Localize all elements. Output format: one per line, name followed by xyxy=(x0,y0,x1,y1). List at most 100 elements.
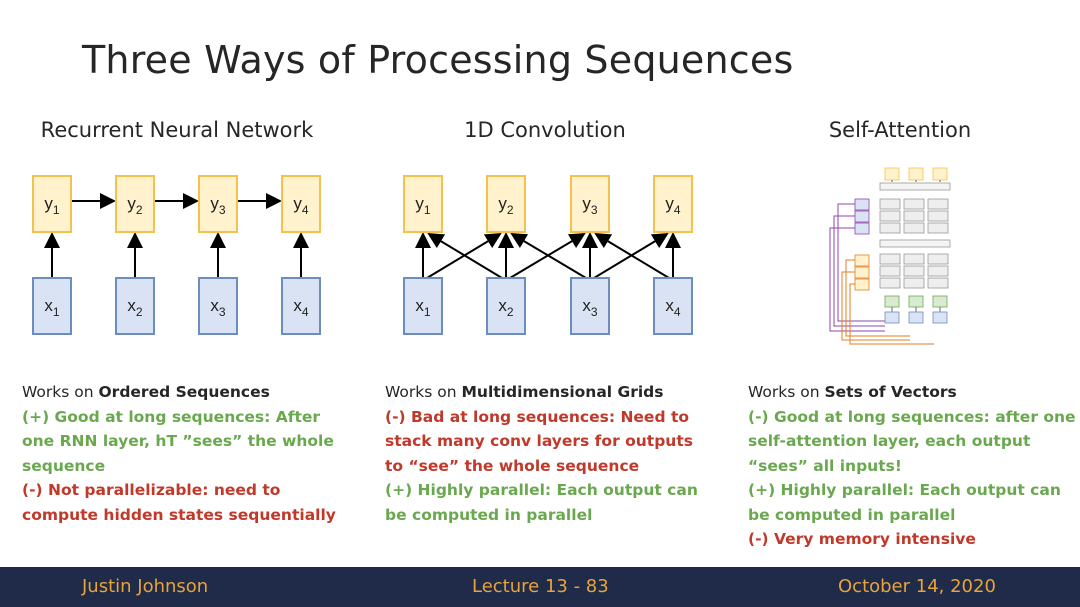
rnn-output-label: y2 xyxy=(127,194,143,217)
rnn-output-box xyxy=(198,175,238,233)
sa-output-cell xyxy=(932,167,948,181)
rnn-con: (-) Not parallelizable: need to compute … xyxy=(22,481,336,524)
slide-title: Three Ways of Processing Sequences xyxy=(82,38,794,82)
sa-energy-cell xyxy=(879,253,901,265)
sa-energy-cell xyxy=(903,253,925,265)
sa-attn-cell xyxy=(903,222,925,234)
conv-input-box xyxy=(486,277,526,335)
sa-attn-cell xyxy=(927,198,949,210)
footer-lecture: Lecture 13 - 83 xyxy=(472,576,609,597)
sa-output-cell xyxy=(908,167,924,181)
rnn-input-box xyxy=(32,277,72,335)
sa-wire xyxy=(841,271,910,341)
sa-energy-cell xyxy=(879,265,901,277)
sa-product-bar xyxy=(879,182,951,191)
conv-output-box xyxy=(570,175,610,233)
rnn-description: Works on Ordered Sequences (+) Good at l… xyxy=(22,380,352,527)
sa-wire xyxy=(833,215,885,327)
conv-key: Multidimensional Grids xyxy=(461,383,664,401)
sa-input-cell xyxy=(908,311,924,324)
rnn-input-box xyxy=(115,277,155,335)
rnn-output-label: y3 xyxy=(210,194,226,217)
sa-attn-cell xyxy=(903,198,925,210)
sa-energy-cell xyxy=(903,265,925,277)
sa-energy-cell xyxy=(927,253,949,265)
sa-pro-1: (-) Good at long sequences: after one se… xyxy=(748,407,1076,475)
self-attention-description: Works on Sets of Vectors (-) Good at lon… xyxy=(748,380,1078,552)
sa-energy-cell xyxy=(927,277,949,289)
sa-attn-cell xyxy=(903,210,925,222)
footer-bar: Justin Johnson Lecture 13 - 83 October 1… xyxy=(0,567,1080,607)
conv-input-label: x2 xyxy=(498,296,514,319)
rnn-input-box xyxy=(281,277,321,335)
self-attention-heading: Self-Attention xyxy=(828,118,972,142)
conv-output-box xyxy=(403,175,443,233)
sa-attn-cell xyxy=(879,210,901,222)
rnn-input-label: x1 xyxy=(44,296,60,319)
footer-date: October 14, 2020 xyxy=(838,576,996,597)
sa-key: Sets of Vectors xyxy=(824,383,957,401)
conv-input-box xyxy=(403,277,443,335)
sa-attn-cell xyxy=(879,198,901,210)
sa-output-cell xyxy=(884,167,900,181)
conv-output-box xyxy=(486,175,526,233)
sa-query-cell xyxy=(932,295,948,308)
rnn-input-box xyxy=(198,277,238,335)
sa-value-cell xyxy=(854,222,870,235)
rnn-input-label: x4 xyxy=(293,296,309,319)
sa-energy-cell xyxy=(879,277,901,289)
sa-lead: Works on xyxy=(748,383,825,401)
rnn-output-label: y1 xyxy=(44,194,60,217)
rnn-output-box xyxy=(281,175,321,233)
footer-author: Justin Johnson xyxy=(82,576,209,597)
rnn-output-label: y4 xyxy=(293,194,309,217)
sa-energy-cell xyxy=(927,265,949,277)
sa-wire xyxy=(837,203,885,322)
conv-input-label: x4 xyxy=(665,296,681,319)
conv-input-box xyxy=(653,277,693,335)
sa-query-cell xyxy=(908,295,924,308)
rnn-output-box xyxy=(115,175,155,233)
rnn-pro: (+) Good at long sequences: After one RN… xyxy=(22,407,334,475)
conv-pro: (+) Highly parallel: Each output can be … xyxy=(385,481,698,524)
sa-key-cell xyxy=(854,278,870,291)
rnn-input-label: x3 xyxy=(210,296,226,319)
sa-value-cell xyxy=(854,210,870,223)
conv-output-label: y2 xyxy=(498,194,514,217)
sa-value-cell xyxy=(854,198,870,211)
sa-energy-cell xyxy=(903,277,925,289)
conv-diagonal-arrow xyxy=(594,232,670,279)
conv-con: (-) Bad at long sequences: Need to stack… xyxy=(385,407,693,475)
sa-input-cell xyxy=(932,311,948,324)
sa-key-cell xyxy=(854,266,870,279)
conv-input-label: x1 xyxy=(415,296,431,319)
conv-diagonal-arrow xyxy=(510,232,587,279)
sa-key-cell xyxy=(854,254,870,267)
conv-lead: Works on xyxy=(385,383,462,401)
rnn-heading: Recurrent Neural Network xyxy=(40,118,314,142)
rnn-lead: Works on xyxy=(22,383,99,401)
conv-output-label: y3 xyxy=(582,194,598,217)
sa-attn-cell xyxy=(879,222,901,234)
conv-output-label: y1 xyxy=(415,194,431,217)
rnn-output-box xyxy=(32,175,72,233)
sa-wire xyxy=(845,259,910,337)
conv-diagonal-arrow xyxy=(509,232,586,279)
sa-query-cell xyxy=(884,295,900,308)
sa-pro-2: (+) Highly parallel: Each output can be … xyxy=(748,481,1061,524)
sa-attn-cell xyxy=(927,210,949,222)
sa-softmax-bar xyxy=(879,239,951,248)
sa-wire xyxy=(849,283,934,345)
conv-output-box xyxy=(653,175,693,233)
rnn-key: Ordered Sequences xyxy=(98,383,270,401)
self-attention-diagram xyxy=(829,167,951,345)
conv-diagonal-arrow xyxy=(427,232,503,279)
sa-attn-cell xyxy=(927,222,949,234)
conv-diagonal-arrow xyxy=(593,232,669,279)
conv-diagonal-arrow xyxy=(426,232,502,279)
sa-wire xyxy=(829,227,885,332)
conv-description: Works on Multidimensional Grids (-) Bad … xyxy=(385,380,705,527)
sa-con: (-) Very memory intensive xyxy=(748,530,976,548)
